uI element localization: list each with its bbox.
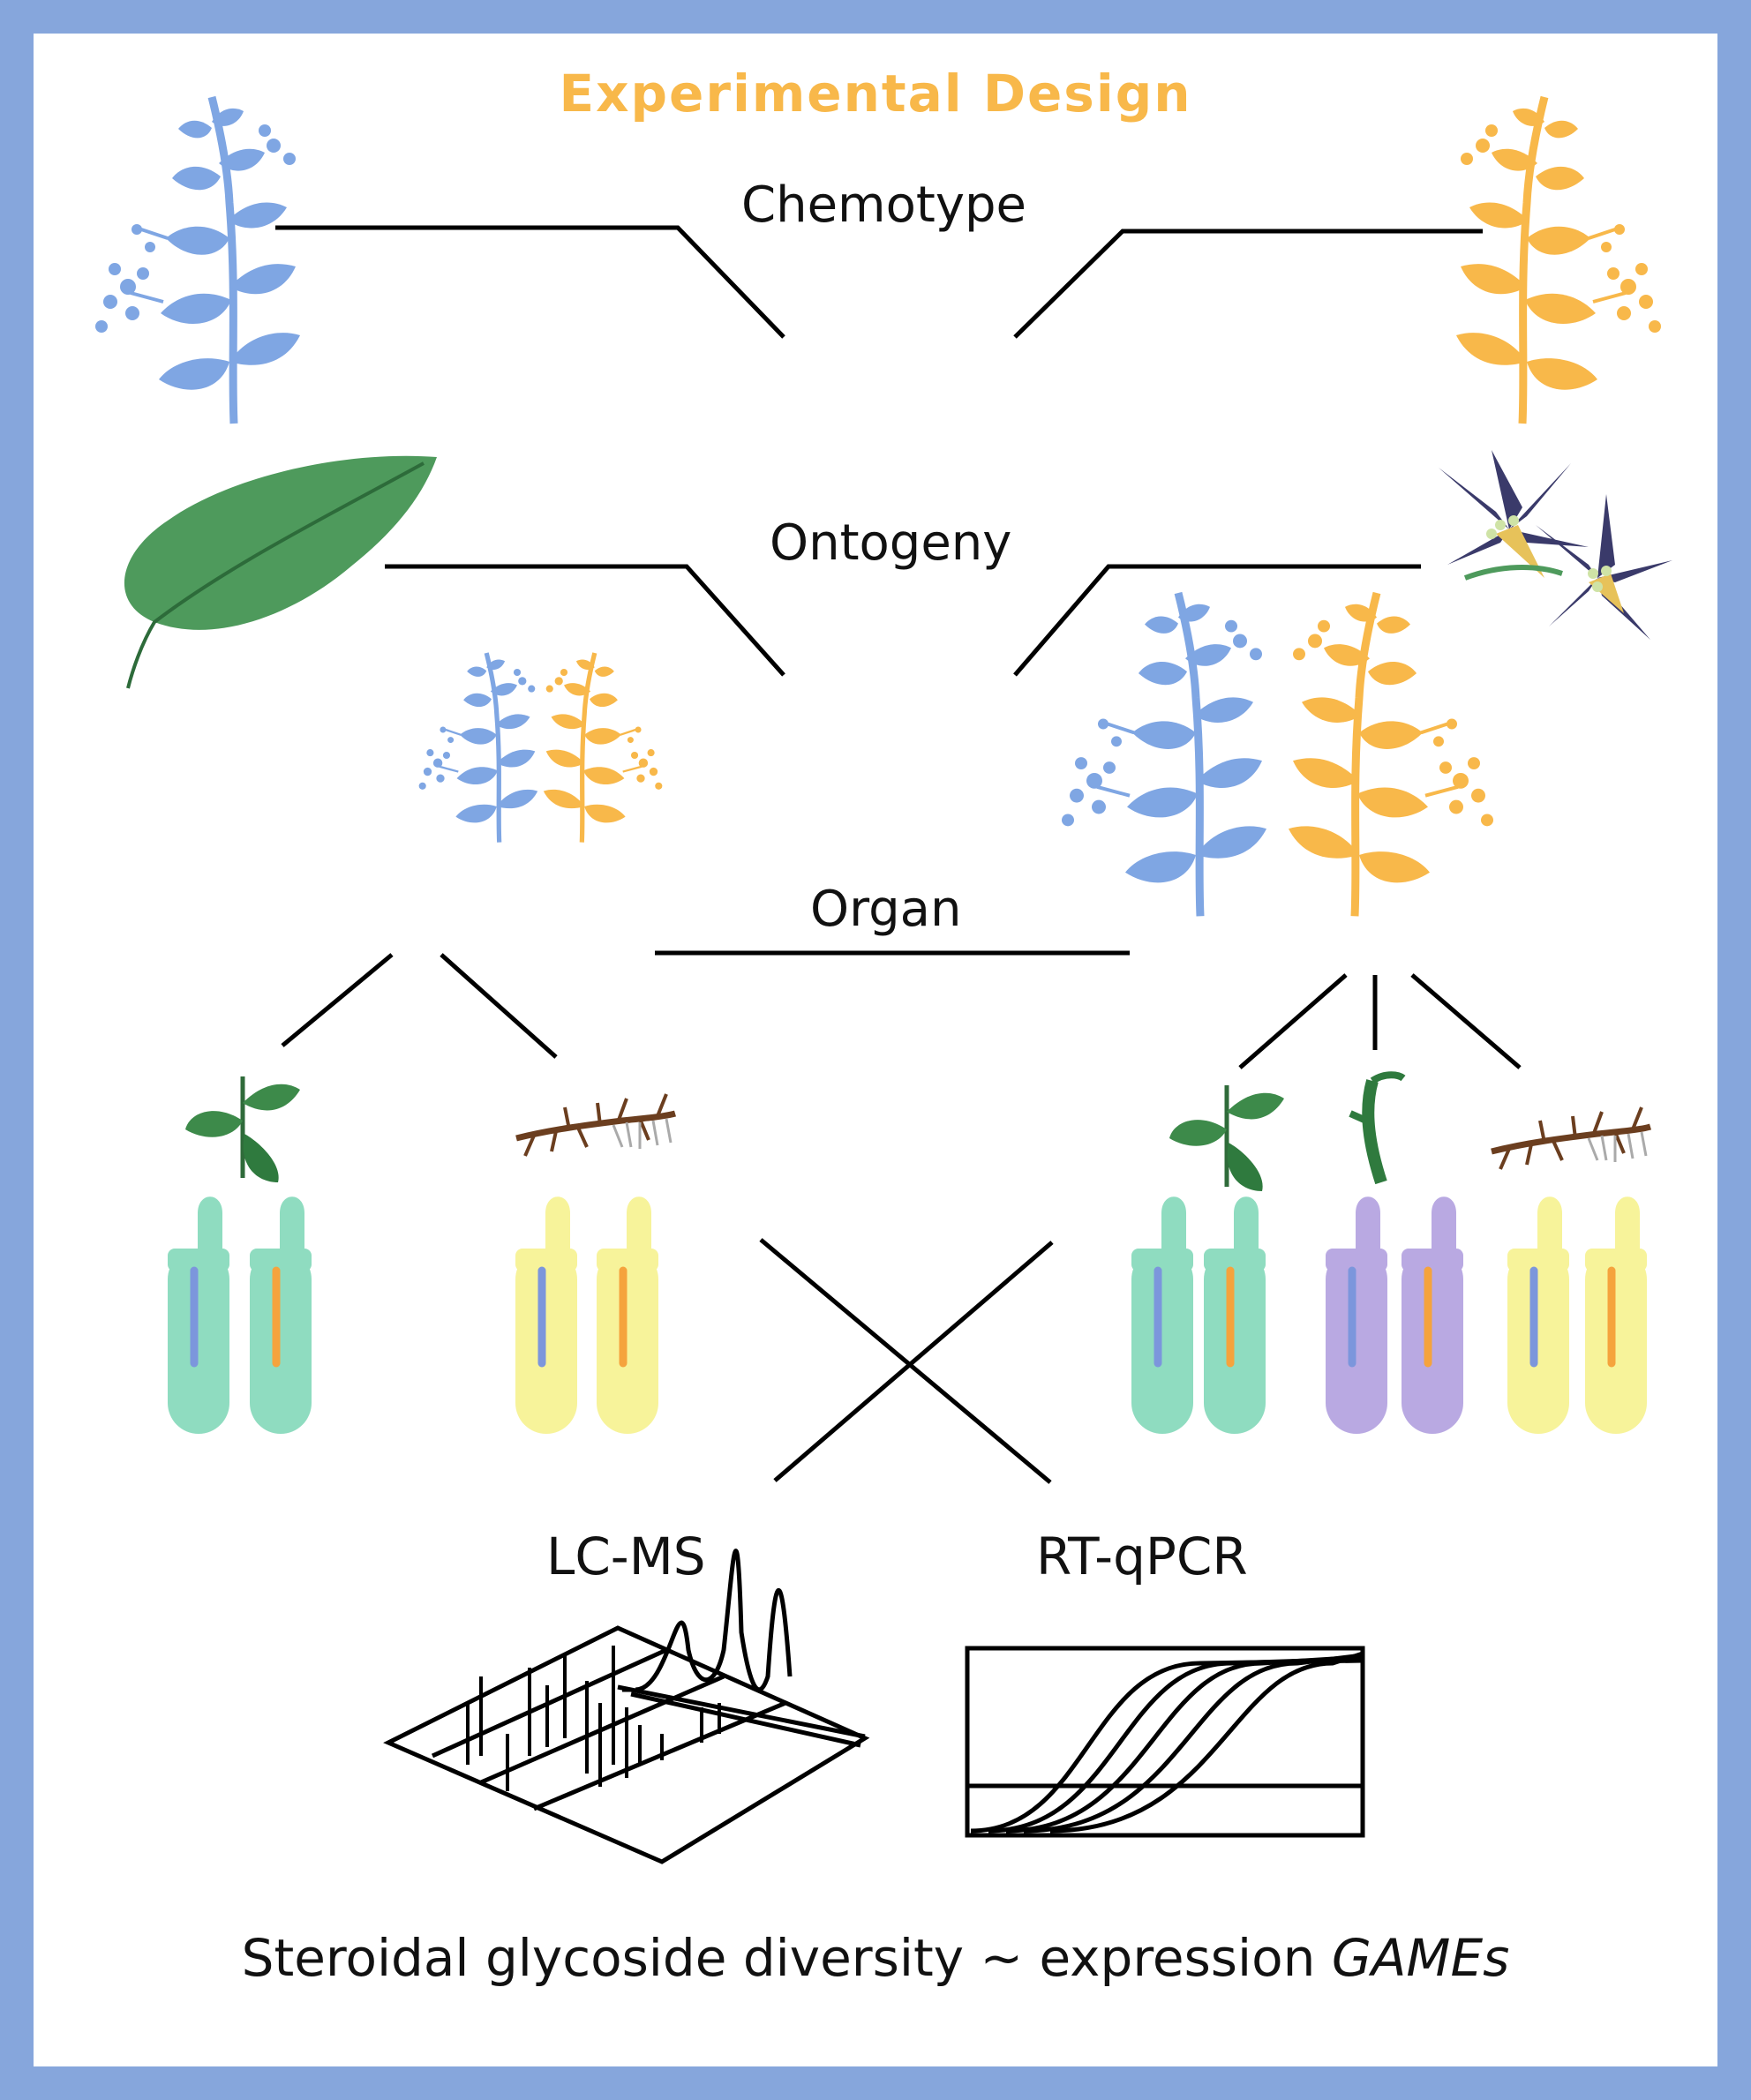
organ-branch-lines xyxy=(281,950,1522,1069)
qpcr-curve-icon xyxy=(965,1646,1365,1838)
organ-label: Organ xyxy=(810,881,962,938)
sample-tube-icon xyxy=(1326,1196,1387,1434)
root-icon xyxy=(1492,1107,1650,1169)
diagram-frame xyxy=(34,34,1717,2066)
plant-silhouette-icon xyxy=(1456,97,1661,424)
footer-text: Steroidal glycoside diversity ~ expressi… xyxy=(241,1928,1332,1988)
leaf-icon xyxy=(124,455,437,689)
plant-silhouette-icon xyxy=(95,97,300,424)
rtqpcr-label: RT-qPCR xyxy=(1036,1526,1248,1586)
sample-tube-icon xyxy=(1402,1196,1463,1434)
sample-tube-icon xyxy=(168,1196,229,1434)
sample-tube-icon xyxy=(1204,1196,1266,1434)
leaf-sample-icon xyxy=(185,1076,300,1182)
leaf-sample-icon xyxy=(1169,1085,1284,1191)
diagram-title: Experimental Design xyxy=(559,64,1192,124)
sample-tube-icon xyxy=(515,1196,577,1434)
sample-tube-icon xyxy=(1585,1196,1647,1434)
chemotype-branch-lines xyxy=(275,225,1483,339)
plant-silhouette-icon xyxy=(419,653,538,843)
plant-silhouette-icon xyxy=(544,653,663,843)
footer-caption: Steroidal glycoside diversity ~ expressi… xyxy=(0,1928,1751,1988)
ontogeny-branch-lines xyxy=(385,564,1421,677)
method-cross-lines xyxy=(759,1238,1054,1484)
flower-icon xyxy=(1439,450,1672,640)
sample-tube-icon xyxy=(597,1196,658,1434)
footer-italic-text: GAMEs xyxy=(1331,1928,1510,1988)
sample-tube-icon xyxy=(1507,1196,1569,1434)
lcms-label: LC-MS xyxy=(546,1526,706,1586)
plant-silhouette-icon xyxy=(1289,593,1493,916)
ontogeny-label: Ontogeny xyxy=(770,514,1012,572)
root-icon xyxy=(516,1094,675,1156)
chromatogram-icon xyxy=(383,1549,870,1864)
sample-tubes xyxy=(168,1196,1647,1434)
stem-icon xyxy=(1349,1071,1406,1185)
chemotype-label: Chemotype xyxy=(741,176,1026,234)
plant-silhouette-icon xyxy=(1062,593,1266,916)
sample-tube-icon xyxy=(250,1196,312,1434)
sample-tube-icon xyxy=(1131,1196,1193,1434)
